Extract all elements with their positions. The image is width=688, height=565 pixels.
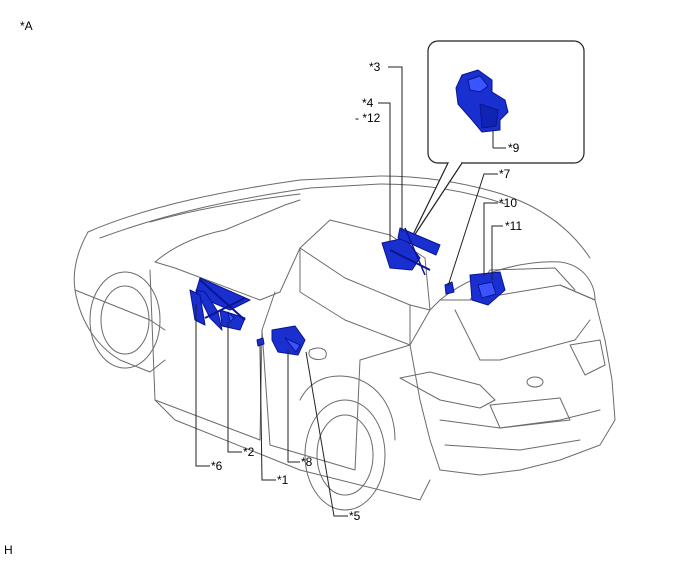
callout-1: *1: [277, 473, 289, 487]
callout-8: *8: [301, 455, 313, 469]
inset-part-9: [455, 69, 509, 149]
car-body-outline: [73, 175, 616, 511]
callout-11: *11: [505, 219, 523, 233]
front-door-regulator-motor: [189, 289, 206, 326]
callout-2: *2: [243, 445, 255, 459]
callout-4: *4: [362, 96, 374, 110]
figure-id-label: *A: [20, 19, 33, 33]
callout-3: *3: [369, 60, 381, 74]
leader-lines: [195, 66, 503, 517]
inset-pointer: [407, 162, 463, 246]
small-switch-1: [256, 337, 265, 347]
callout-5: *5: [349, 509, 361, 523]
part-7: [444, 281, 455, 295]
corner-label: H: [4, 543, 13, 557]
vehicle-parts: [189, 227, 506, 356]
callout-9: *9: [508, 141, 520, 155]
callout-6: *6: [211, 459, 223, 473]
callout-10: *10: [499, 196, 518, 210]
callout-7: *7: [499, 167, 511, 181]
callout-4-range: - *12: [355, 111, 381, 125]
